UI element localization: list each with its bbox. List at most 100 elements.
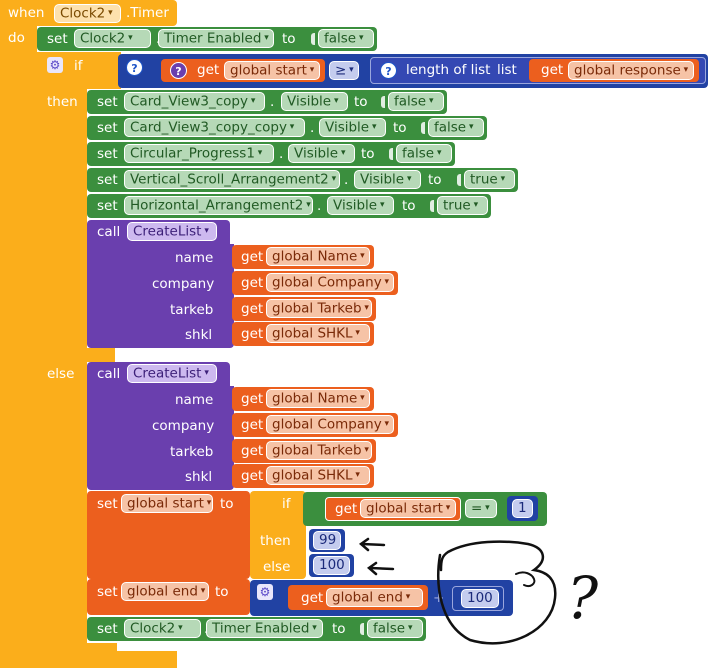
dot-label: . [270,94,275,110]
component-dropdown[interactable]: Card_View3_copy_copy [124,118,305,137]
variable-dropdown[interactable]: global Company [266,415,394,434]
variable-dropdown[interactable]: global response [568,61,694,80]
dot-label: . [317,198,322,214]
then-else-separator [87,348,115,362]
variable-dropdown[interactable]: global SHKL [266,466,370,485]
arg-label: shkl [185,327,213,343]
else-label: else [47,366,75,382]
set-label: set [97,621,118,637]
operator-dropdown[interactable]: ≥ [329,61,359,80]
boolean-dropdown[interactable]: true [464,170,515,189]
arrow-pointer-icon [366,561,395,576]
property-dropdown[interactable]: Visible [327,196,394,215]
variable-dropdown[interactable]: global Name [266,389,370,408]
boolean-false-dropdown[interactable]: false [318,29,374,48]
call-createlist-body [87,386,234,490]
arg-label: name [175,250,214,266]
equals-operator-dropdown[interactable]: = [465,499,497,518]
socket-notch [457,174,461,186]
component-dropdown[interactable]: Card_View3_copy [124,92,265,111]
set-label: set [97,496,118,512]
variable-dropdown[interactable]: global Tarkeb [266,441,372,460]
variable-dropdown[interactable]: global SHKL [266,324,370,343]
variable-dropdown[interactable]: global end [326,588,423,607]
list-label: list [497,62,517,78]
variable-dropdown[interactable]: global end [121,582,209,601]
procedure-dropdown[interactable]: CreateList [127,222,217,241]
scribble-mark-icon [515,571,536,588]
timer-event-bottom-bar [0,651,177,668]
socket-notch [381,96,385,108]
to-label: to [215,584,229,600]
get-label: get [301,590,324,606]
if-label: if [282,496,291,512]
socket-notch [421,122,425,134]
set-label: set [97,146,118,162]
procedure-dropdown[interactable]: CreateList [127,364,217,383]
to-label: to [354,94,368,110]
dot-label: . [344,172,349,188]
variable-dropdown[interactable]: global start [360,499,456,518]
help-icon[interactable]: ? [126,59,143,76]
variable-dropdown[interactable]: global start [224,61,320,80]
to-label: to [402,198,416,214]
help-icon[interactable]: ? [170,62,187,79]
if-block-left-spine [37,52,87,655]
help-icon[interactable]: ? [380,62,397,79]
boolean-dropdown[interactable]: false [388,92,444,111]
plus-label: + [433,590,445,606]
property-dropdown[interactable]: Timer Enabled [158,29,274,48]
number-field[interactable]: 100 [461,589,499,608]
do-label: do [8,30,25,46]
mutator-gear-icon[interactable]: ⚙ [257,584,273,600]
property-dropdown[interactable]: Visible [319,118,386,137]
get-label: get [241,417,264,433]
boolean-dropdown[interactable]: true [437,196,488,215]
get-label: get [241,301,264,317]
socket-notch [389,148,393,160]
property-dropdown[interactable]: Visible [281,92,348,111]
get-label: get [197,62,220,78]
set-label: set [97,120,118,136]
get-label: get [241,443,264,459]
boolean-false-dropdown[interactable]: false [367,619,423,638]
property-dropdown[interactable]: Timer Enabled [206,619,323,638]
else-label: else [263,559,291,575]
inline-if-expression[interactable] [250,491,306,579]
boolean-dropdown[interactable]: false [428,118,484,137]
property-dropdown[interactable]: Visible [288,144,355,163]
socket-notch [311,33,315,45]
arg-label: company [152,276,215,292]
number-field[interactable]: 99 [313,531,341,550]
get-label: get [335,501,358,517]
property-dropdown[interactable]: Visible [354,170,421,189]
component-dropdown[interactable]: Circular_Progress1 [124,144,274,163]
variable-dropdown[interactable]: global Company [266,273,394,292]
if-block-foot [37,643,117,655]
circle-scribble-icon [437,540,557,645]
to-label: to [332,621,346,637]
variable-dropdown[interactable]: global start [121,494,213,513]
component-dropdown[interactable]: Horizontal_Arrangement2 [124,196,313,215]
boolean-dropdown[interactable]: false [396,144,452,163]
timer-event-label: .Timer [126,5,169,21]
mutator-gear-icon[interactable]: ⚙ [47,57,63,73]
clock-component-dropdown[interactable]: Clock2 [54,4,121,23]
if-label: if [74,58,83,74]
get-label: get [241,326,264,342]
to-label: to [393,120,407,136]
number-field[interactable]: 1 [512,499,533,518]
component-dropdown[interactable]: Clock2 [74,29,151,48]
variable-dropdown[interactable]: global Tarkeb [266,299,372,318]
get-label: get [541,62,564,78]
timer-event-body-spine [0,26,37,668]
set-label: set [97,198,118,214]
when-label: when [8,5,45,21]
component-dropdown[interactable]: Vertical_Scroll_Arrangement2 [124,170,340,189]
arg-label: tarkeb [170,302,214,318]
component-dropdown[interactable]: Clock2 [124,619,201,638]
number-field[interactable]: 100 [313,556,350,575]
arg-label: shkl [185,469,213,485]
variable-dropdown[interactable]: global Name [266,247,370,266]
